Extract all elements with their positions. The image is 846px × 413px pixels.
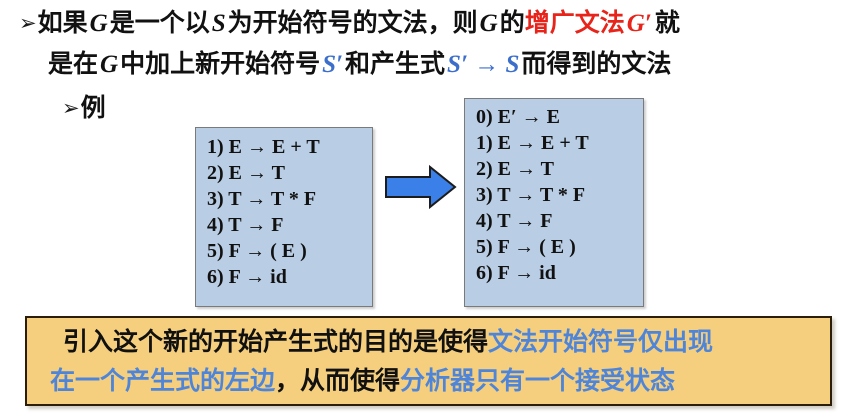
statement-seg: S — [211, 10, 226, 37]
conclusion-seg-highlight: 文法开始符号仅出现 — [488, 329, 714, 356]
statement-seg: G — [89, 10, 108, 37]
grammar-box-augmented: 0) E′ → E 1) E → E + T 2) E → T 3) T → T… — [464, 98, 644, 307]
conclusion-line-2: 在一个产生式的左边，从而使得分析器只有一个接受状态 — [50, 361, 675, 402]
statement-seg: 如果 — [37, 10, 88, 37]
grammar-rule: 4) T → F — [207, 214, 284, 236]
conclusion-line-1: 引入这个新的开始产生式的目的是使得文法开始符号仅出现 — [63, 322, 713, 363]
statement-seg: 和产生式 — [345, 51, 446, 78]
conclusion-seg: ，从而使得 — [275, 368, 401, 395]
grammar-rule: 3) T → T * F — [476, 184, 586, 206]
statement-line-1: ➢如果G是一个以S为开始符号的文法，则G的增广文法G′就 — [19, 3, 681, 44]
grammar-box-original: 1) E → E + T 2) E → T 3) T → T * F 4) T … — [195, 127, 373, 307]
statement-line-2: 是在G中加上新开始符号S′和产生式S′ → S而得到的文法 — [48, 44, 671, 85]
bullet-arrow-icon: ➢ — [62, 96, 80, 120]
statement-seg: 为开始符号的文法，则 — [227, 10, 478, 37]
grammar-rule: 0) E′ → E — [476, 106, 560, 128]
grammar-rule-list-original: 1) E → E + T 2) E → T 3) T → T * F 4) T … — [196, 128, 372, 290]
grammar-rule-list-augmented: 0) E′ → E 1) E → E + T 2) E → T 3) T → T… — [465, 99, 643, 286]
statement-seg: G — [100, 51, 119, 78]
statement-seg: 中加上新开始符号 — [120, 51, 321, 78]
statement-seg-highlight-red: 增广文法 — [524, 10, 625, 37]
example-label: 例 — [80, 95, 106, 122]
statement-seg-highlight-blue: S′ → S — [447, 51, 520, 78]
conclusion-callout: 引入这个新的开始产生式的目的是使得文法开始符号仅出现 在一个产生式的左边，从而使… — [25, 316, 832, 406]
grammar-rule: 5) F → ( E ) — [476, 236, 576, 258]
statement-seg: 的 — [499, 10, 525, 37]
statement-seg: 是在 — [48, 51, 99, 78]
conclusion-seg-highlight: 在一个产生式的左边 — [50, 368, 276, 395]
grammar-rule: 3) T → T * F — [207, 188, 317, 210]
statement-seg: 是一个以 — [109, 10, 210, 37]
grammar-rule: 4) T → F — [476, 210, 553, 232]
statement-seg-highlight-red: G′ — [626, 10, 652, 37]
statement-seg: 而得到的文法 — [521, 51, 672, 78]
statement-seg-highlight-blue: S′ — [322, 51, 344, 78]
bullet-arrow-icon: ➢ — [19, 11, 37, 35]
grammar-rule: 1) E → E + T — [476, 132, 589, 154]
grammar-rule: 5) F → ( E ) — [207, 240, 307, 262]
grammar-rule: 6) F → id — [207, 266, 287, 288]
grammar-rule: 2) E → T — [476, 158, 554, 180]
example-bullet: ➢例 — [62, 88, 106, 129]
statement-seg: G — [479, 10, 498, 37]
grammar-rule: 6) F → id — [476, 262, 556, 284]
arrow-shape — [385, 164, 457, 210]
right-arrow-svg — [385, 164, 457, 210]
conclusion-seg-highlight: 分析器只有一个接受状态 — [400, 368, 676, 395]
grammar-rule: 1) E → E + T — [207, 136, 320, 158]
conclusion-seg: 引入这个新的开始产生式的目的是使得 — [63, 329, 489, 356]
grammar-rule: 2) E → T — [207, 162, 285, 184]
right-arrow-icon — [384, 164, 458, 210]
statement-seg: 就 — [654, 10, 680, 37]
